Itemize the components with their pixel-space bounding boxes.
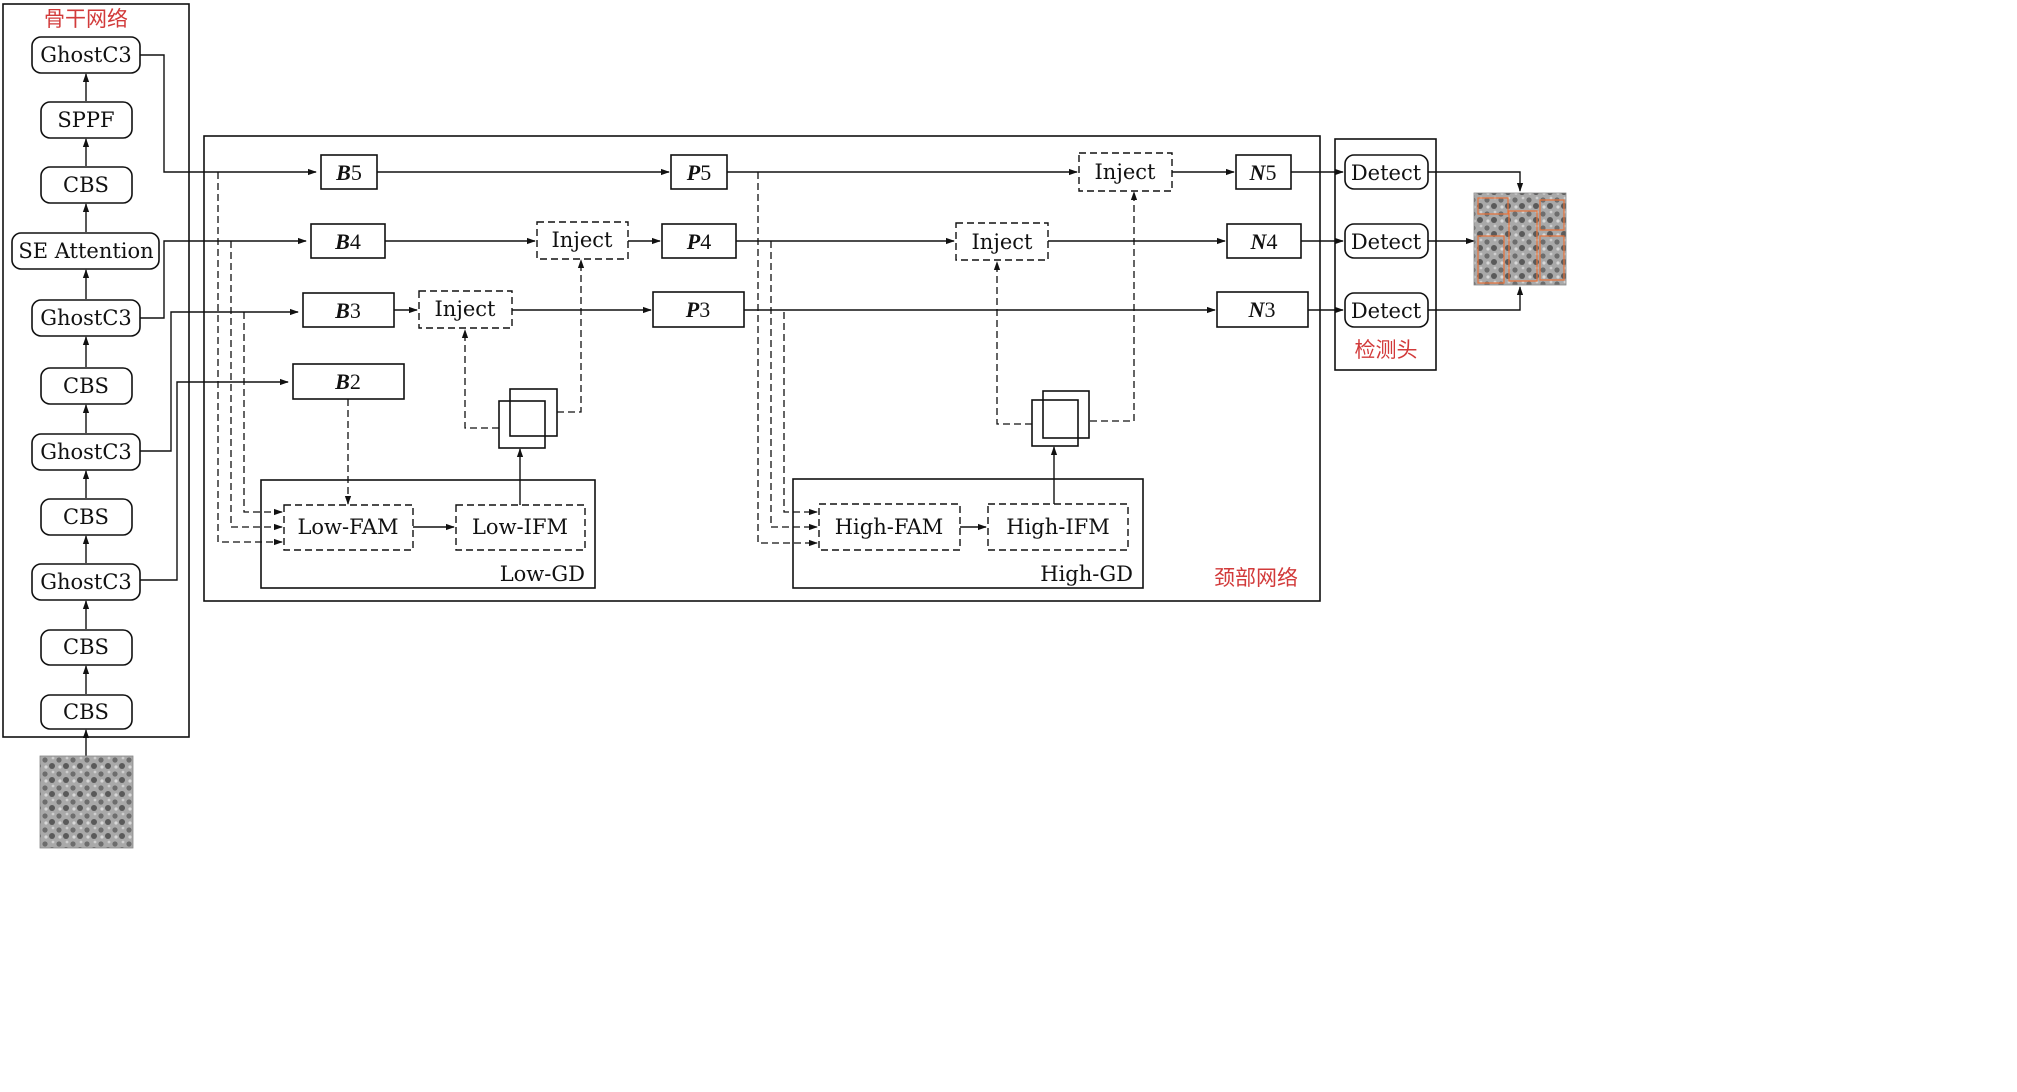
node-b5: B5 xyxy=(320,154,378,190)
backbone-layer-ghostc3-2: GhostC3 xyxy=(31,299,141,337)
svg-text:B4: B4 xyxy=(334,229,361,254)
high-fam: High-FAM xyxy=(818,503,961,551)
svg-text:High-IFM: High-IFM xyxy=(1006,515,1109,539)
node-p4: P4 xyxy=(661,223,737,259)
head-title: 检测头 xyxy=(1355,338,1418,362)
node-p5: P5 xyxy=(670,154,728,190)
svg-text:Inject: Inject xyxy=(552,228,614,252)
backbone-title: 骨干网络 xyxy=(44,7,128,31)
low-split-icon xyxy=(498,388,558,449)
node-n4: N4 xyxy=(1226,223,1302,259)
low-gd-block: Low-GD Low-FAM Low-IFM xyxy=(260,388,596,589)
node-b4: B4 xyxy=(310,223,386,259)
backbone-layer-ghostc3-top: GhostC3 xyxy=(31,36,141,74)
svg-text:CBS: CBS xyxy=(63,700,109,724)
neck-frame xyxy=(203,135,1321,602)
svg-text:Detect: Detect xyxy=(1351,299,1422,323)
svg-text:CBS: CBS xyxy=(63,635,109,659)
backbone-layer-cbs-1: CBS xyxy=(40,166,133,204)
svg-text:GhostC3: GhostC3 xyxy=(40,440,132,464)
svg-text:B3: B3 xyxy=(334,298,361,323)
low-gd-title: Low-GD xyxy=(500,562,585,586)
detect-n5: Detect xyxy=(1344,154,1429,190)
backbone-layer-ghostc3-4: GhostC3 xyxy=(31,563,141,601)
svg-text:B5: B5 xyxy=(335,160,362,185)
backbone-layer-sppf: SPPF xyxy=(40,101,133,139)
backbone-layer-ghostc3-3: GhostC3 xyxy=(31,433,141,471)
high-split-icon xyxy=(1031,390,1090,447)
node-b3: B3 xyxy=(302,292,395,328)
high-gd-title: High-GD xyxy=(1040,562,1133,586)
svg-text:N5: N5 xyxy=(1249,160,1277,185)
high-gd-block: High-GD High-FAM High-IFM xyxy=(792,390,1144,589)
svg-text:Inject: Inject xyxy=(972,230,1034,254)
architecture-diagram: 骨干网络 GhostC3 SPPF CBS SE Attention xyxy=(2,3,1567,849)
backbone-layer-cbs-3: CBS xyxy=(40,498,133,536)
backbone-layer-cbs-4: CBS xyxy=(40,629,133,666)
backbone-section: 骨干网络 GhostC3 SPPF CBS SE Attention xyxy=(2,3,190,849)
svg-text:P4: P4 xyxy=(686,229,711,254)
backbone-layer-cbs-5: CBS xyxy=(40,694,133,730)
detect-n3: Detect xyxy=(1344,292,1429,328)
svg-text:B2: B2 xyxy=(334,369,361,394)
svg-text:P3: P3 xyxy=(685,297,710,322)
inject-high-n4: Inject xyxy=(955,222,1049,261)
node-p3: P3 xyxy=(652,291,745,328)
svg-text:N4: N4 xyxy=(1250,229,1278,254)
svg-text:CBS: CBS xyxy=(63,173,109,197)
svg-text:Detect: Detect xyxy=(1351,161,1422,185)
svg-text:CBS: CBS xyxy=(63,505,109,529)
svg-text:Detect: Detect xyxy=(1351,230,1422,254)
neck-title: 颈部网络 xyxy=(1214,566,1298,590)
low-ifm: Low-IFM xyxy=(455,504,586,551)
svg-text:Low-FAM: Low-FAM xyxy=(297,515,398,539)
backbone-layer-cbs-2: CBS xyxy=(40,367,133,405)
output-detection-image xyxy=(1473,192,1567,286)
input-image xyxy=(39,755,134,849)
head-section: 检测头 Detect Detect Detect xyxy=(1291,138,1567,371)
svg-text:GhostC3: GhostC3 xyxy=(40,570,132,594)
inject-low-p3: Inject xyxy=(418,290,513,329)
svg-text:SPPF: SPPF xyxy=(57,108,114,132)
backbone-layer-se-attention: SE Attention xyxy=(11,232,160,270)
svg-text:CBS: CBS xyxy=(63,374,109,398)
high-ifm: High-IFM xyxy=(987,503,1129,551)
svg-text:Low-IFM: Low-IFM xyxy=(472,515,568,539)
node-n3: N3 xyxy=(1216,291,1309,328)
svg-text:SE Attention: SE Attention xyxy=(18,239,153,263)
svg-text:N3: N3 xyxy=(1248,297,1276,322)
inject-high-n5: Inject xyxy=(1078,152,1173,192)
neck-section: 颈部网络 B5 xyxy=(140,54,1321,602)
node-b2: B2 xyxy=(292,363,405,400)
low-fam: Low-FAM xyxy=(283,504,414,551)
detect-n4: Detect xyxy=(1344,223,1429,259)
svg-text:Inject: Inject xyxy=(1095,160,1157,184)
inject-low-p4: Inject xyxy=(536,221,629,260)
svg-text:GhostC3: GhostC3 xyxy=(40,306,132,330)
svg-text:GhostC3: GhostC3 xyxy=(40,43,132,67)
svg-text:P5: P5 xyxy=(686,160,711,185)
head-frame xyxy=(1334,138,1437,371)
svg-text:Inject: Inject xyxy=(435,297,497,321)
svg-text:High-FAM: High-FAM xyxy=(835,515,944,539)
node-n5: N5 xyxy=(1235,154,1292,190)
backbone-frame xyxy=(2,3,190,738)
